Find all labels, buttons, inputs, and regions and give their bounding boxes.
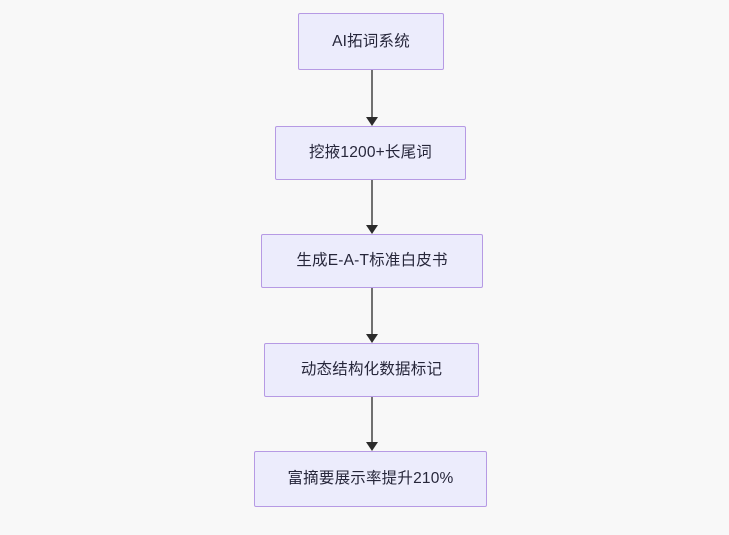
- node-dynamic-structured-data-markup[interactable]: 动态结构化数据标记: [264, 343, 479, 397]
- edge-whitepaper-to-structured-data: [360, 288, 384, 343]
- edge-line: [371, 70, 373, 117]
- edge-line: [371, 180, 373, 225]
- arrowhead-icon: [366, 225, 378, 234]
- node-label: 挖掖1200+长尾词: [308, 144, 433, 162]
- edge-longtail-to-whitepaper: [360, 180, 384, 234]
- node-ai-keyword-system[interactable]: AI拓词系统: [298, 13, 444, 70]
- node-label: 富摘要展示率提升210%: [287, 470, 454, 488]
- arrowhead-icon: [366, 334, 378, 343]
- arrowhead-icon: [366, 442, 378, 451]
- node-label: AI拓词系统: [332, 32, 410, 50]
- arrowhead-icon: [366, 117, 378, 126]
- node-label: 动态结构化数据标记: [300, 361, 443, 379]
- edge-structured-data-to-rich-snippet: [360, 397, 384, 451]
- edge-line: [371, 288, 373, 334]
- node-label: 生成E-A-T标准白皮书: [296, 252, 448, 270]
- node-mine-longtail-keywords[interactable]: 挖掖1200+长尾词: [275, 126, 466, 180]
- node-rich-snippet-rate-increase[interactable]: 富摘要展示率提升210%: [254, 451, 487, 507]
- edge-line: [371, 397, 373, 442]
- node-generate-eat-whitepaper[interactable]: 生成E-A-T标准白皮书: [261, 234, 483, 288]
- edge-ai-system-to-longtail: [360, 70, 384, 126]
